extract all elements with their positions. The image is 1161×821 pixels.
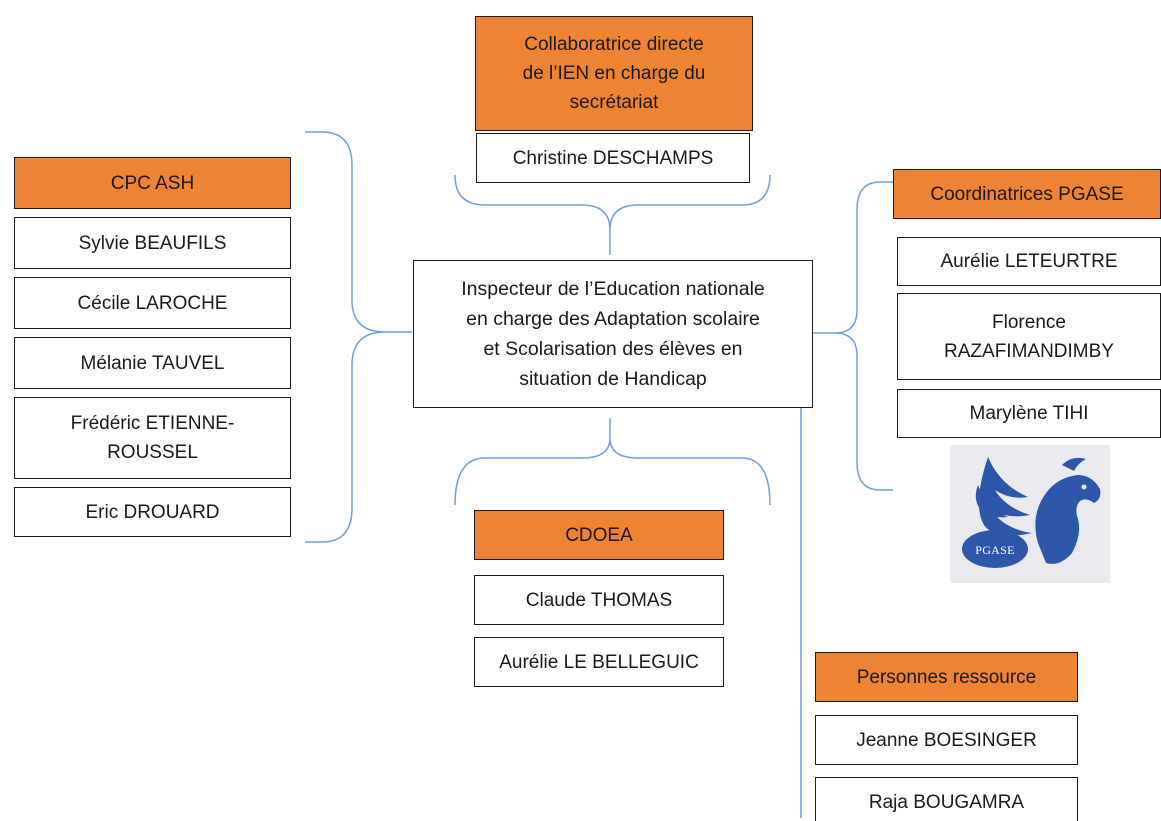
- pgase-member: Florence RAZAFIMANDIMBY: [897, 293, 1161, 380]
- cdoea-member: Aurélie LE BELLEGUIC: [474, 637, 724, 687]
- ressource-member: Raja BOUGAMRA: [815, 777, 1078, 821]
- secretariat-header: Collaboratrice directe de l’IEN en charg…: [475, 16, 753, 131]
- cdoea-header: CDOEA: [474, 510, 724, 560]
- secretariat-member: Christine DESCHAMPS: [476, 133, 750, 183]
- cpc-ash-member: Mélanie TAUVEL: [14, 337, 291, 389]
- ressource-member: Jeanne BOESINGER: [815, 715, 1078, 765]
- cpc-ash-member: Sylvie BEAUFILS: [14, 217, 291, 269]
- right-bracket: [803, 181, 893, 491]
- ressource-header: Personnes ressource: [815, 652, 1078, 702]
- cpc-ash-member: Eric DROUARD: [14, 487, 291, 537]
- pgase-logo: PGASE: [950, 445, 1110, 583]
- pgase-header: Coordinatrices PGASE: [893, 169, 1161, 219]
- bottom-bracket: [454, 418, 771, 506]
- cpc-ash-member: Frédéric ETIENNE- ROUSSEL: [14, 397, 291, 479]
- cdoea-member: Claude THOMAS: [474, 575, 724, 625]
- pgase-member: Aurélie LETEURTRE: [897, 237, 1161, 286]
- ien-ash-box: Inspecteur de l’Education nationale en c…: [413, 260, 813, 408]
- cpc-ash-header: CPC ASH: [14, 157, 291, 209]
- cpc-ash-member: Cécile LAROCHE: [14, 277, 291, 329]
- pegasus-icon: [962, 457, 1101, 568]
- pgase-member: Marylène TIHI: [897, 389, 1161, 438]
- top-bracket: [454, 174, 771, 255]
- pgase-logo-text: PGASE: [975, 543, 1015, 557]
- left-bracket: [305, 131, 412, 543]
